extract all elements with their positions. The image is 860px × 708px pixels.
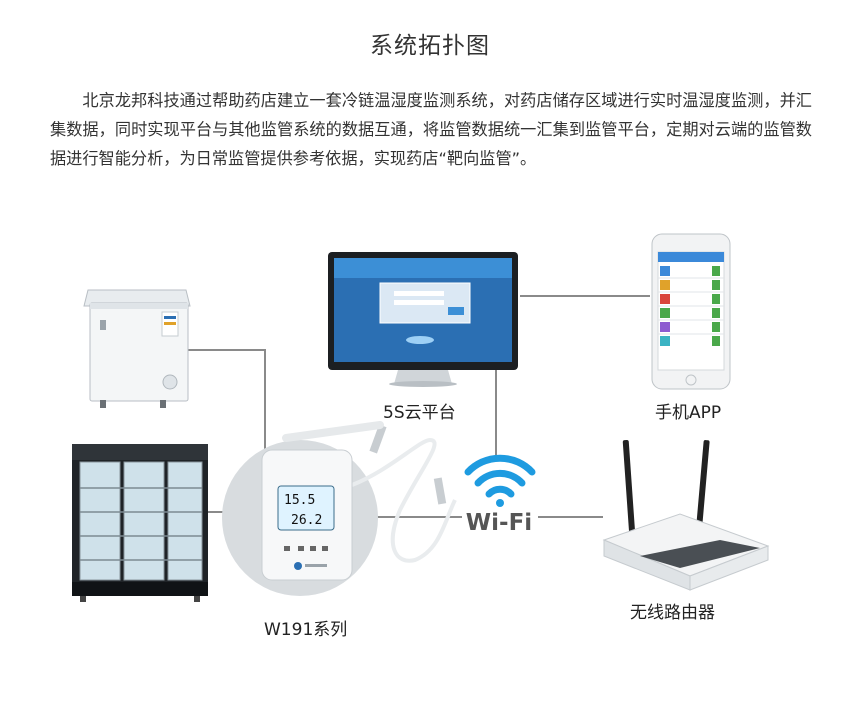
sensor-probe-cable	[351, 437, 457, 563]
display-fridge-image	[72, 444, 208, 602]
label-router: 无线路由器	[630, 603, 715, 623]
intro-paragraph: 北京龙邦科技通过帮助药店建立一套冷链温湿度监测系统，对药店储存区域进行实时温湿度…	[50, 91, 812, 168]
label-sensor: W191系列	[264, 620, 348, 640]
label-cloud-platform: 5S云平台	[383, 403, 456, 423]
chest-freezer-image	[83, 289, 191, 408]
line-freezer-to-sensor	[188, 349, 266, 450]
wifi-label: Wi-Fi	[466, 510, 532, 536]
smartphone-image	[651, 233, 731, 390]
label-mobile-app: 手机APP	[655, 403, 722, 423]
monitor-image	[328, 252, 518, 387]
sensor-temperature-readout: 15.5	[284, 493, 315, 508]
sensor-humidity-readout: 26.2	[291, 513, 322, 528]
router-image	[602, 440, 770, 591]
wifi-icon	[464, 454, 536, 507]
w191-sensor-device: 15.5 26.2	[261, 421, 384, 581]
page-title: 系统拓扑图	[370, 33, 490, 59]
